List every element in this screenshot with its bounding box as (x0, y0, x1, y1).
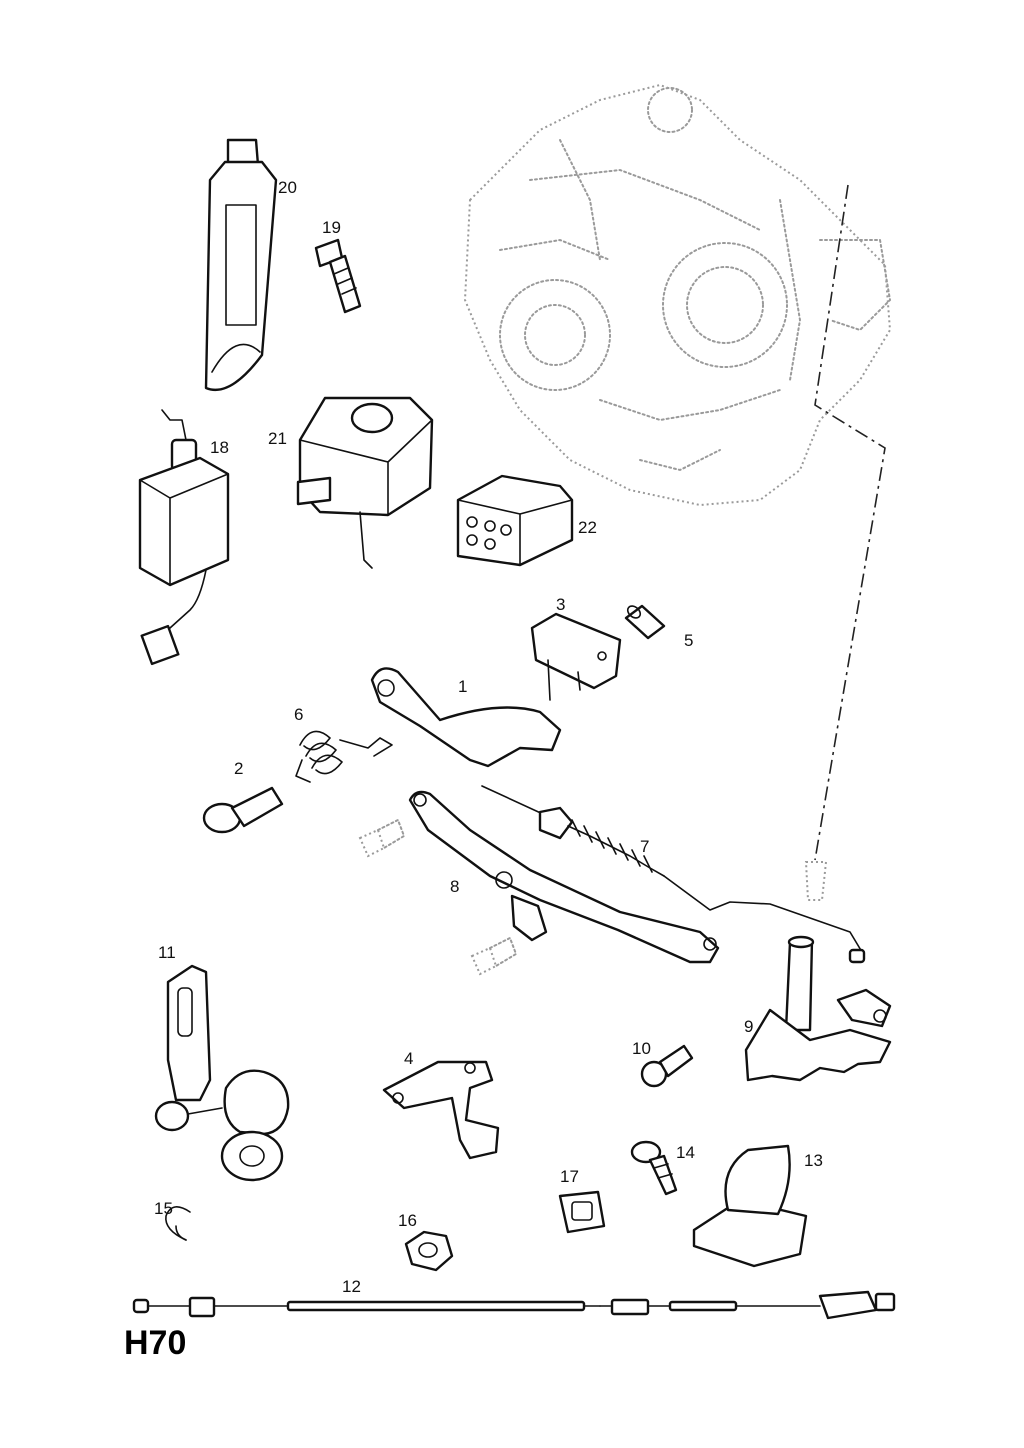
callout-20: 20 (278, 178, 297, 197)
reference-line (814, 184, 886, 861)
part-11-gear-lever (154, 964, 290, 1182)
callout-16: 16 (398, 1211, 417, 1230)
ghost-bolts (358, 818, 518, 976)
part-5-pin (624, 604, 666, 640)
part-16-nut (404, 1230, 454, 1272)
sheet-code: H70 (124, 1324, 186, 1362)
callout-19: 19 (322, 218, 341, 237)
callout-15: 15 (154, 1199, 173, 1218)
part-3-bracket (530, 612, 622, 701)
callout-14: 14 (676, 1143, 695, 1162)
part-18-solenoid (138, 409, 230, 666)
part-1-lever (370, 667, 562, 768)
part-13-cable-clip (692, 1144, 808, 1268)
part-10-screw (640, 1044, 694, 1088)
part-6-spring (295, 730, 393, 783)
part-21-switch (296, 396, 434, 569)
callout-18: 18 (210, 438, 229, 457)
callout-21: 21 (268, 429, 287, 448)
part-15-circlip (165, 1206, 191, 1241)
callout-3: 3 (556, 595, 565, 614)
gearbox-housing (463, 83, 892, 507)
callout-2: 2 (234, 759, 243, 778)
callout-6: 6 (294, 705, 303, 724)
part-17-grommet (558, 1190, 606, 1234)
callout-8: 8 (450, 877, 459, 896)
part-7-linkage-rod (481, 785, 866, 964)
part-4-bracket (382, 1060, 500, 1160)
callout-1: 1 (458, 677, 467, 696)
callout-13: 13 (804, 1151, 823, 1170)
callout-7: 7 (640, 837, 649, 856)
callout-5: 5 (684, 631, 693, 650)
callout-12: 12 (342, 1277, 361, 1296)
part-9-selector-shaft (744, 861, 892, 1082)
callout-11: 11 (158, 943, 176, 962)
callout-10: 10 (632, 1039, 651, 1058)
part-20-grease-tube (204, 138, 278, 392)
callout-4: 4 (404, 1049, 413, 1068)
callout-9: 9 (744, 1017, 753, 1036)
callout-17: 17 (560, 1167, 579, 1186)
part-22-connector (456, 474, 574, 567)
part-14-screw (630, 1140, 678, 1196)
part-12-cable-harness (132, 1290, 896, 1320)
part-2-pin (202, 786, 284, 834)
part-8-long-lever (408, 790, 720, 964)
callout-22: 22 (578, 518, 597, 537)
part-19-bolt (314, 238, 362, 314)
